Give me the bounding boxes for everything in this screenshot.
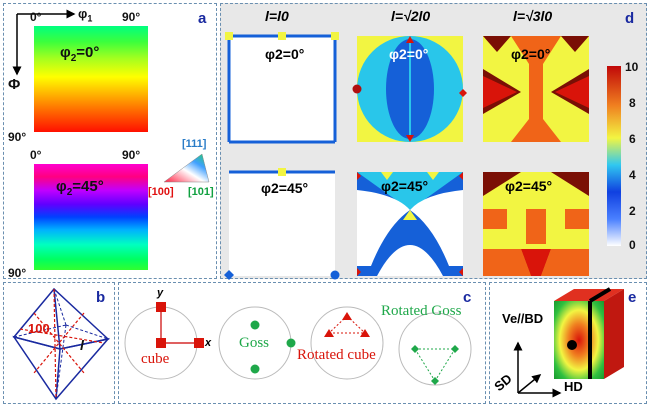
colorbar-tick-8: 8 bbox=[629, 96, 636, 110]
top-map-label: φ2=0° bbox=[60, 44, 100, 64]
bottom-map-tr: 90° bbox=[122, 148, 141, 162]
texture-rotated-cube-label: Rotated cube bbox=[297, 347, 376, 363]
colorbar-tick-6: 6 bbox=[629, 132, 636, 146]
map-l0-row2-label: φ2=45° bbox=[261, 180, 309, 196]
top-map-tl: 0° bbox=[30, 10, 42, 24]
col-header-sqrt3: l=√3l0 bbox=[513, 8, 553, 24]
panel-e-letter: e bbox=[628, 289, 637, 306]
col-header-sqrt2: l=√2l0 bbox=[391, 8, 431, 24]
panel-d-maps bbox=[224, 32, 621, 280]
map-sqrt2-row1-label: φ2=0° bbox=[389, 46, 429, 62]
map-l0-phi2-0 bbox=[225, 32, 339, 144]
octahedron-l-label: l bbox=[80, 337, 84, 353]
panel-c: c y x cube Goss Rotated cube Rotated Gos… bbox=[118, 282, 486, 404]
bottom-map-bl: 90° bbox=[8, 266, 27, 280]
map-l0-phi2-45 bbox=[224, 168, 340, 280]
octahedron-100-label: 100 bbox=[28, 321, 50, 336]
panel-c-letter: c bbox=[463, 289, 472, 306]
colorbar-tick-2: 2 bbox=[629, 204, 636, 218]
map-sqrt3-row2-label: φ2=45° bbox=[505, 178, 553, 194]
pole-y-label: y bbox=[157, 287, 164, 299]
panel-d: d l=l0 l=√2l0 l=√3l0 bbox=[220, 3, 647, 280]
sample-cube bbox=[513, 287, 624, 398]
map-sqrt2-phi2-0 bbox=[352, 36, 467, 142]
col-header-l0: l=l0 bbox=[265, 8, 289, 24]
colorbar-tick-0: 0 bbox=[629, 238, 636, 252]
panel-a-axes bbox=[12, 9, 76, 76]
panel-a-letter: a bbox=[198, 10, 207, 27]
hd-label: HD bbox=[564, 379, 583, 394]
map-sqrt2-row2-label: φ2=45° bbox=[381, 178, 429, 194]
map-l0-row1-label: φ2=0° bbox=[265, 46, 305, 62]
pole-x-label: x bbox=[205, 337, 212, 349]
ipf-triangle bbox=[163, 153, 210, 183]
map-sqrt3-phi2-45 bbox=[483, 172, 589, 276]
panel-a: a φ1 Φ 0° 90° φ2=0° 90° 0° 90° φ2=45° 90… bbox=[3, 3, 217, 280]
ipf-111-label: [111] bbox=[182, 138, 207, 150]
texture-goss-label: Goss bbox=[239, 335, 270, 351]
bottom-map-tl: 0° bbox=[30, 148, 42, 162]
panel-b: b 100 l bbox=[3, 282, 115, 404]
top-map-tr: 90° bbox=[122, 10, 141, 24]
odf-map-phi2-0 bbox=[34, 26, 148, 132]
map-sqrt2-phi2-45 bbox=[357, 172, 463, 276]
colorbar-tick-4: 4 bbox=[629, 168, 636, 182]
top-map-bl: 90° bbox=[8, 130, 27, 144]
colorbar bbox=[607, 66, 621, 246]
bottom-map-label: φ2=45° bbox=[56, 178, 104, 198]
texture-cube-label: cube bbox=[141, 351, 170, 367]
texture-rotated-goss-label: Rotated Goss bbox=[381, 303, 462, 319]
colorbar-tick-10: 10 bbox=[625, 60, 639, 74]
odf-map-phi2-45 bbox=[34, 164, 148, 270]
panel-d-letter: d bbox=[625, 10, 635, 27]
axis-phi1-label: φ1 bbox=[78, 6, 93, 24]
octahedron bbox=[12, 287, 111, 401]
axis-Phi-label: Φ bbox=[8, 76, 21, 93]
ipf-100-label: [100] bbox=[148, 186, 174, 198]
map-sqrt3-phi2-0 bbox=[483, 36, 589, 142]
ipf-101-label: [101] bbox=[188, 186, 214, 198]
map-sqrt3-row1-label: φ2=0° bbox=[511, 46, 551, 62]
pole-figures bbox=[124, 302, 472, 386]
panel-e: e Ve//BD SD HD bbox=[489, 282, 647, 404]
ve-bd-label: Ve//BD bbox=[502, 311, 544, 326]
panel-b-letter: b bbox=[96, 289, 106, 306]
